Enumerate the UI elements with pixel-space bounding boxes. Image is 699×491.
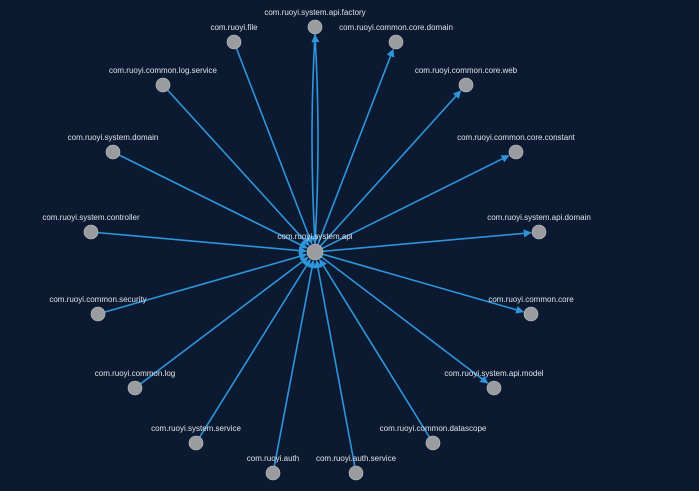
edge-center-to-n_api_domain bbox=[322, 229, 532, 253]
edges-layer bbox=[97, 33, 532, 467]
labels-layer: com.ruoyi.system.api com.ruoyi.system.api… bbox=[42, 8, 590, 463]
package-node[interactable] bbox=[508, 144, 524, 160]
edge-n_common_security-to-center bbox=[104, 252, 308, 313]
package-node[interactable] bbox=[348, 465, 364, 481]
package-node[interactable] bbox=[388, 34, 404, 50]
package-node[interactable] bbox=[127, 380, 143, 396]
edge-n_auth-to-center bbox=[273, 260, 316, 467]
edge-center-to-n_common_core bbox=[322, 253, 525, 314]
edge-center-to-n_core_constant bbox=[321, 154, 510, 250]
package-node-label: com.ruoyi.common.core.web bbox=[415, 66, 518, 75]
package-node-label: com.ruoyi.common.log bbox=[95, 369, 175, 378]
package-node[interactable] bbox=[486, 380, 502, 396]
edge-center-to-n_api_model bbox=[320, 256, 489, 384]
package-node[interactable] bbox=[307, 19, 323, 35]
center-node-label: com.ruoyi.system.api bbox=[277, 232, 352, 241]
edge-n_system_service-to-center bbox=[199, 258, 311, 438]
package-node-label: com.ruoyi.system.api.factory bbox=[264, 8, 365, 17]
nodes-layer bbox=[83, 19, 547, 481]
package-node-label: com.ruoyi.system.controller bbox=[42, 213, 140, 222]
package-node[interactable] bbox=[83, 224, 99, 240]
package-node-label: com.ruoyi.common.core.domain bbox=[339, 23, 453, 32]
edge-n_system_domain-to-center bbox=[118, 154, 308, 249]
package-node[interactable] bbox=[226, 34, 242, 50]
edge-n_datascope-to-center bbox=[319, 258, 431, 438]
package-node-label: com.ruoyi.common.security bbox=[49, 295, 146, 304]
edge-n_log_service-to-center bbox=[167, 89, 310, 246]
edge-n_factory-to-center bbox=[310, 33, 319, 244]
edge-center-to-n_factory bbox=[311, 34, 320, 245]
package-node-label: com.ruoyi.auth bbox=[247, 454, 299, 463]
edge-n_file-to-center bbox=[235, 48, 313, 245]
package-node-label: com.ruoyi.system.service bbox=[151, 424, 241, 433]
edge-center-to-n_core_web bbox=[319, 90, 462, 247]
package-node-label: com.ruoyi.common.core bbox=[488, 295, 574, 304]
package-node-label: com.ruoyi.auth.service bbox=[316, 454, 397, 463]
package-node-label: com.ruoyi.common.core.constant bbox=[457, 133, 576, 142]
package-node[interactable] bbox=[531, 224, 547, 240]
package-node-label: com.ruoyi.system.domain bbox=[68, 133, 159, 142]
package-node-label: com.ruoyi.common.datascope bbox=[380, 424, 487, 433]
package-node[interactable] bbox=[458, 77, 474, 93]
package-node[interactable] bbox=[90, 306, 106, 322]
package-node[interactable] bbox=[105, 144, 121, 160]
package-node-label: com.ruoyi.file bbox=[210, 23, 258, 32]
edge-n_common_log-to-center bbox=[140, 256, 309, 385]
package-node[interactable] bbox=[155, 77, 171, 93]
package-node[interactable] bbox=[425, 435, 441, 451]
package-node-label: com.ruoyi.common.log.service bbox=[109, 66, 218, 75]
package-node-label: com.ruoyi.system.api.model bbox=[444, 369, 543, 378]
edge-n_system_controller-to-center bbox=[97, 231, 307, 255]
center-node[interactable] bbox=[306, 243, 324, 261]
package-node[interactable] bbox=[188, 435, 204, 451]
package-node[interactable] bbox=[265, 465, 281, 481]
edge-center-to-n_core_domain bbox=[317, 48, 395, 245]
package-node-label: com.ruoyi.system.api.domain bbox=[487, 213, 591, 222]
package-node[interactable] bbox=[523, 306, 539, 322]
edge-n_auth_service-to-center bbox=[314, 260, 356, 467]
